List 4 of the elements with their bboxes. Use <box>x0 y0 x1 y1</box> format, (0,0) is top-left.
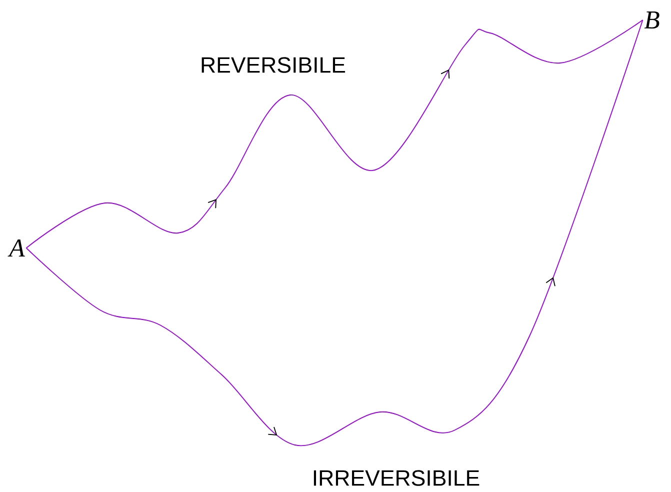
edge-label: REVERSIBILE <box>198 56 348 74</box>
point-label: A <box>8 240 25 257</box>
edge-label: IRREVERSIBILE <box>310 468 482 488</box>
point-label: B <box>644 12 660 28</box>
